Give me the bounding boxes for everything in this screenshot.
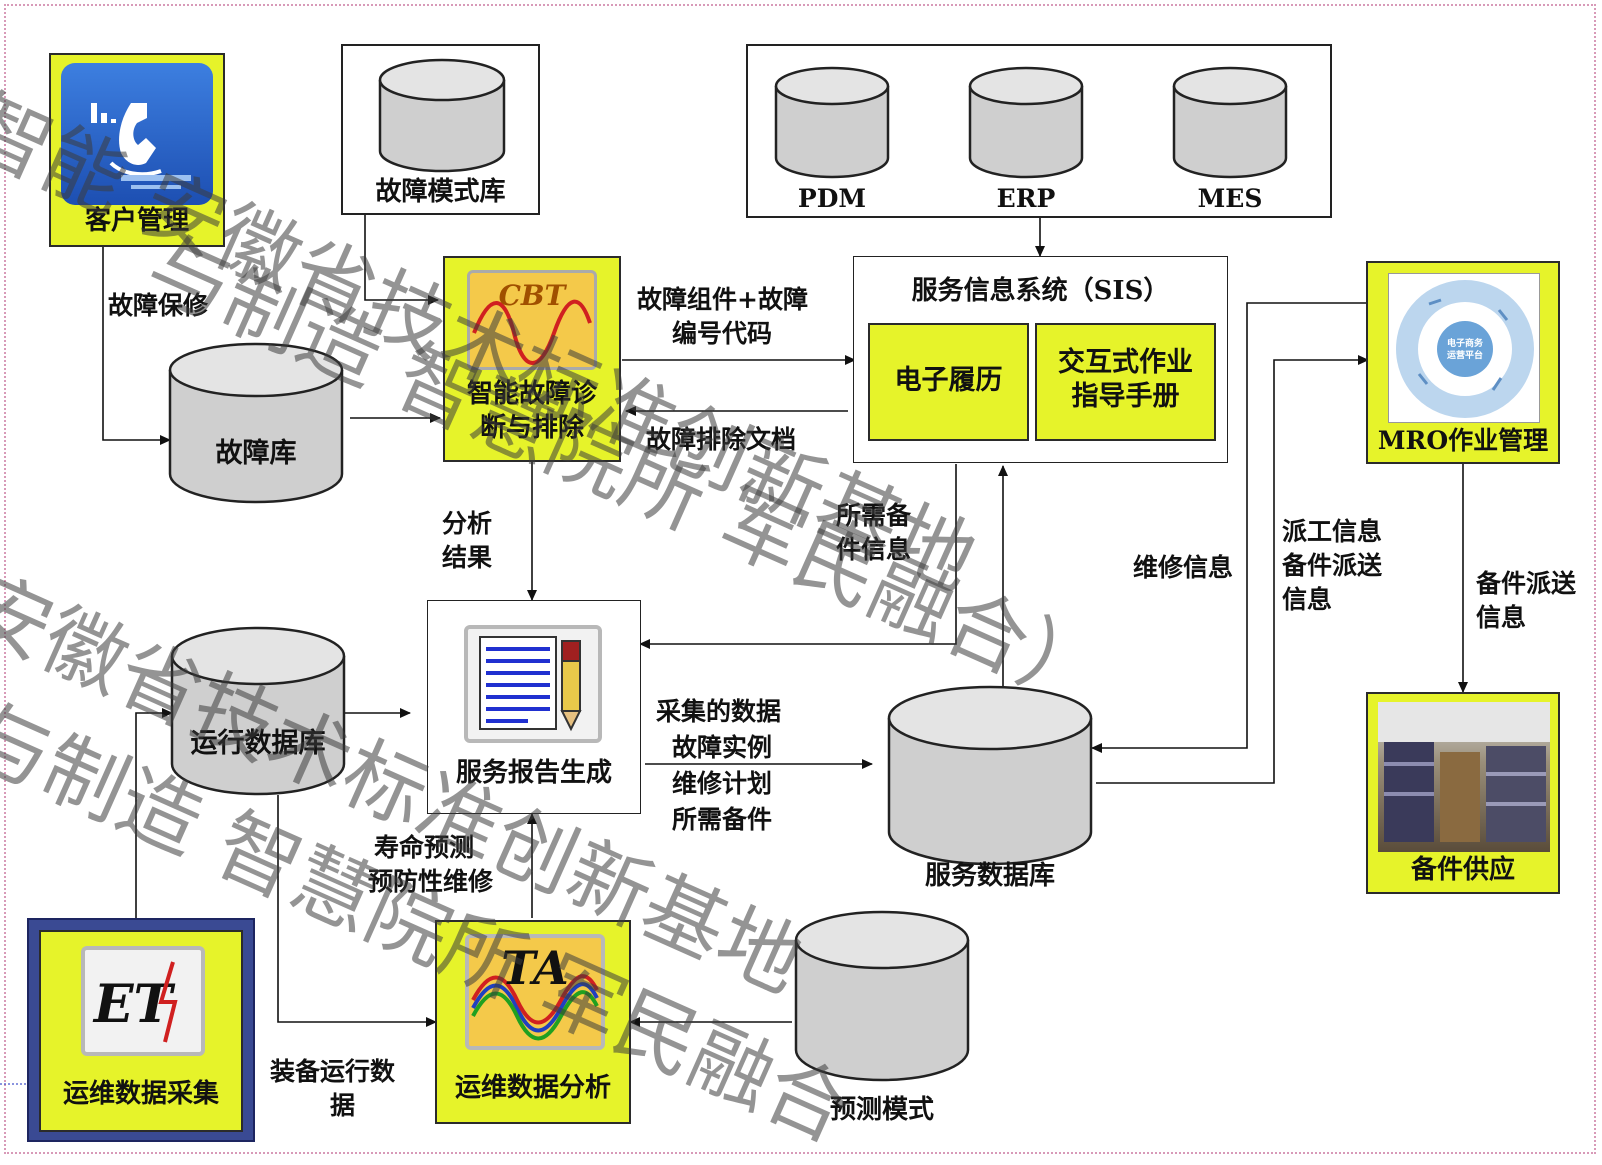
mro-box[interactable]: 电子商务 运营平台 MRO作业管理 — [1366, 261, 1560, 464]
edge-label-dispatch-3: 信息 — [1282, 584, 1332, 616]
top-db-group: PDM ERP MES — [746, 44, 1332, 218]
mro-label: MRO作业管理 — [1368, 425, 1558, 457]
edge-label-dispatch-1: 派工信息 — [1282, 516, 1382, 548]
edge-label-collected-4: 所需备件 — [672, 804, 772, 836]
fault-mode-db-box: 故障模式库 — [341, 44, 540, 215]
sis-box: 服务信息系统（SIS） 电子履历 交互式作业 指导手册 — [853, 256, 1228, 463]
ops-collect-label: 运维数据采集 — [41, 1078, 241, 1110]
edge-label-analysis-2: 结果 — [442, 542, 492, 574]
sis-interactive-manual[interactable]: 交互式作业 指导手册 — [1035, 323, 1216, 441]
mes-db-icon — [1170, 66, 1290, 186]
ops-analysis-label: 运维数据分析 — [437, 1072, 629, 1104]
report-document-icon — [464, 625, 602, 743]
sis-title: 服务信息系统（SIS） — [854, 275, 1227, 307]
pdm-db-icon — [772, 66, 892, 186]
edge-label-collected-3: 维修计划 — [672, 768, 772, 800]
edge-label-analysis-1: 分析 — [442, 508, 492, 540]
service-db-label: 服务数据库 — [880, 860, 1100, 892]
mro-cycle-icon: 电子商务 运营平台 — [1388, 273, 1540, 423]
edge-label-equip-2: 据 — [330, 1090, 355, 1122]
pdm-label: PDM — [782, 184, 882, 213]
sis-e-resume-label: 电子履历 — [870, 365, 1027, 397]
svg-text:电子商务: 电子商务 — [1447, 337, 1484, 349]
fault-mode-db-icon — [377, 58, 507, 173]
et-icon: ET — [81, 946, 205, 1056]
mes-label: MES — [1180, 184, 1280, 213]
edge-label-collected-2: 故障实例 — [672, 732, 772, 764]
edge-label-repair-info: 维修信息 — [1133, 552, 1233, 584]
erp-db-icon — [966, 66, 1086, 186]
ops-collect-box[interactable]: ET 运维数据采集 — [27, 918, 255, 1142]
edge-label-fault-code-1: 故障组件+故障 — [637, 284, 808, 316]
edge-label-spares-send-1: 备件派送 — [1476, 568, 1576, 600]
sis-manual-label-2: 指导手册 — [1037, 381, 1214, 413]
warehouse-photo-icon — [1378, 702, 1550, 852]
ops-collect-inner: ET 运维数据采集 — [39, 930, 243, 1132]
spares-supply-label: 备件供应 — [1368, 854, 1558, 886]
svg-text:ET: ET — [92, 974, 176, 1035]
fault-db-label: 故障库 — [186, 438, 326, 470]
fault-mode-db-label: 故障模式库 — [343, 176, 538, 208]
edge-label-fault-code-2: 编号代码 — [672, 318, 772, 350]
svg-text:运营平台: 运营平台 — [1447, 349, 1483, 361]
edge-label-collected-1: 采集的数据 — [656, 696, 781, 728]
edge-label-equip-1: 装备运行数 — [270, 1056, 395, 1088]
edge-label-spares-send-2: 信息 — [1476, 602, 1526, 634]
sis-manual-label-1: 交互式作业 — [1037, 347, 1214, 379]
spares-supply-box[interactable]: 备件供应 — [1366, 692, 1560, 894]
edge-label-dispatch-2: 备件派送 — [1282, 550, 1382, 582]
erp-label: ERP — [976, 184, 1076, 213]
sis-e-resume[interactable]: 电子履历 — [868, 323, 1029, 441]
